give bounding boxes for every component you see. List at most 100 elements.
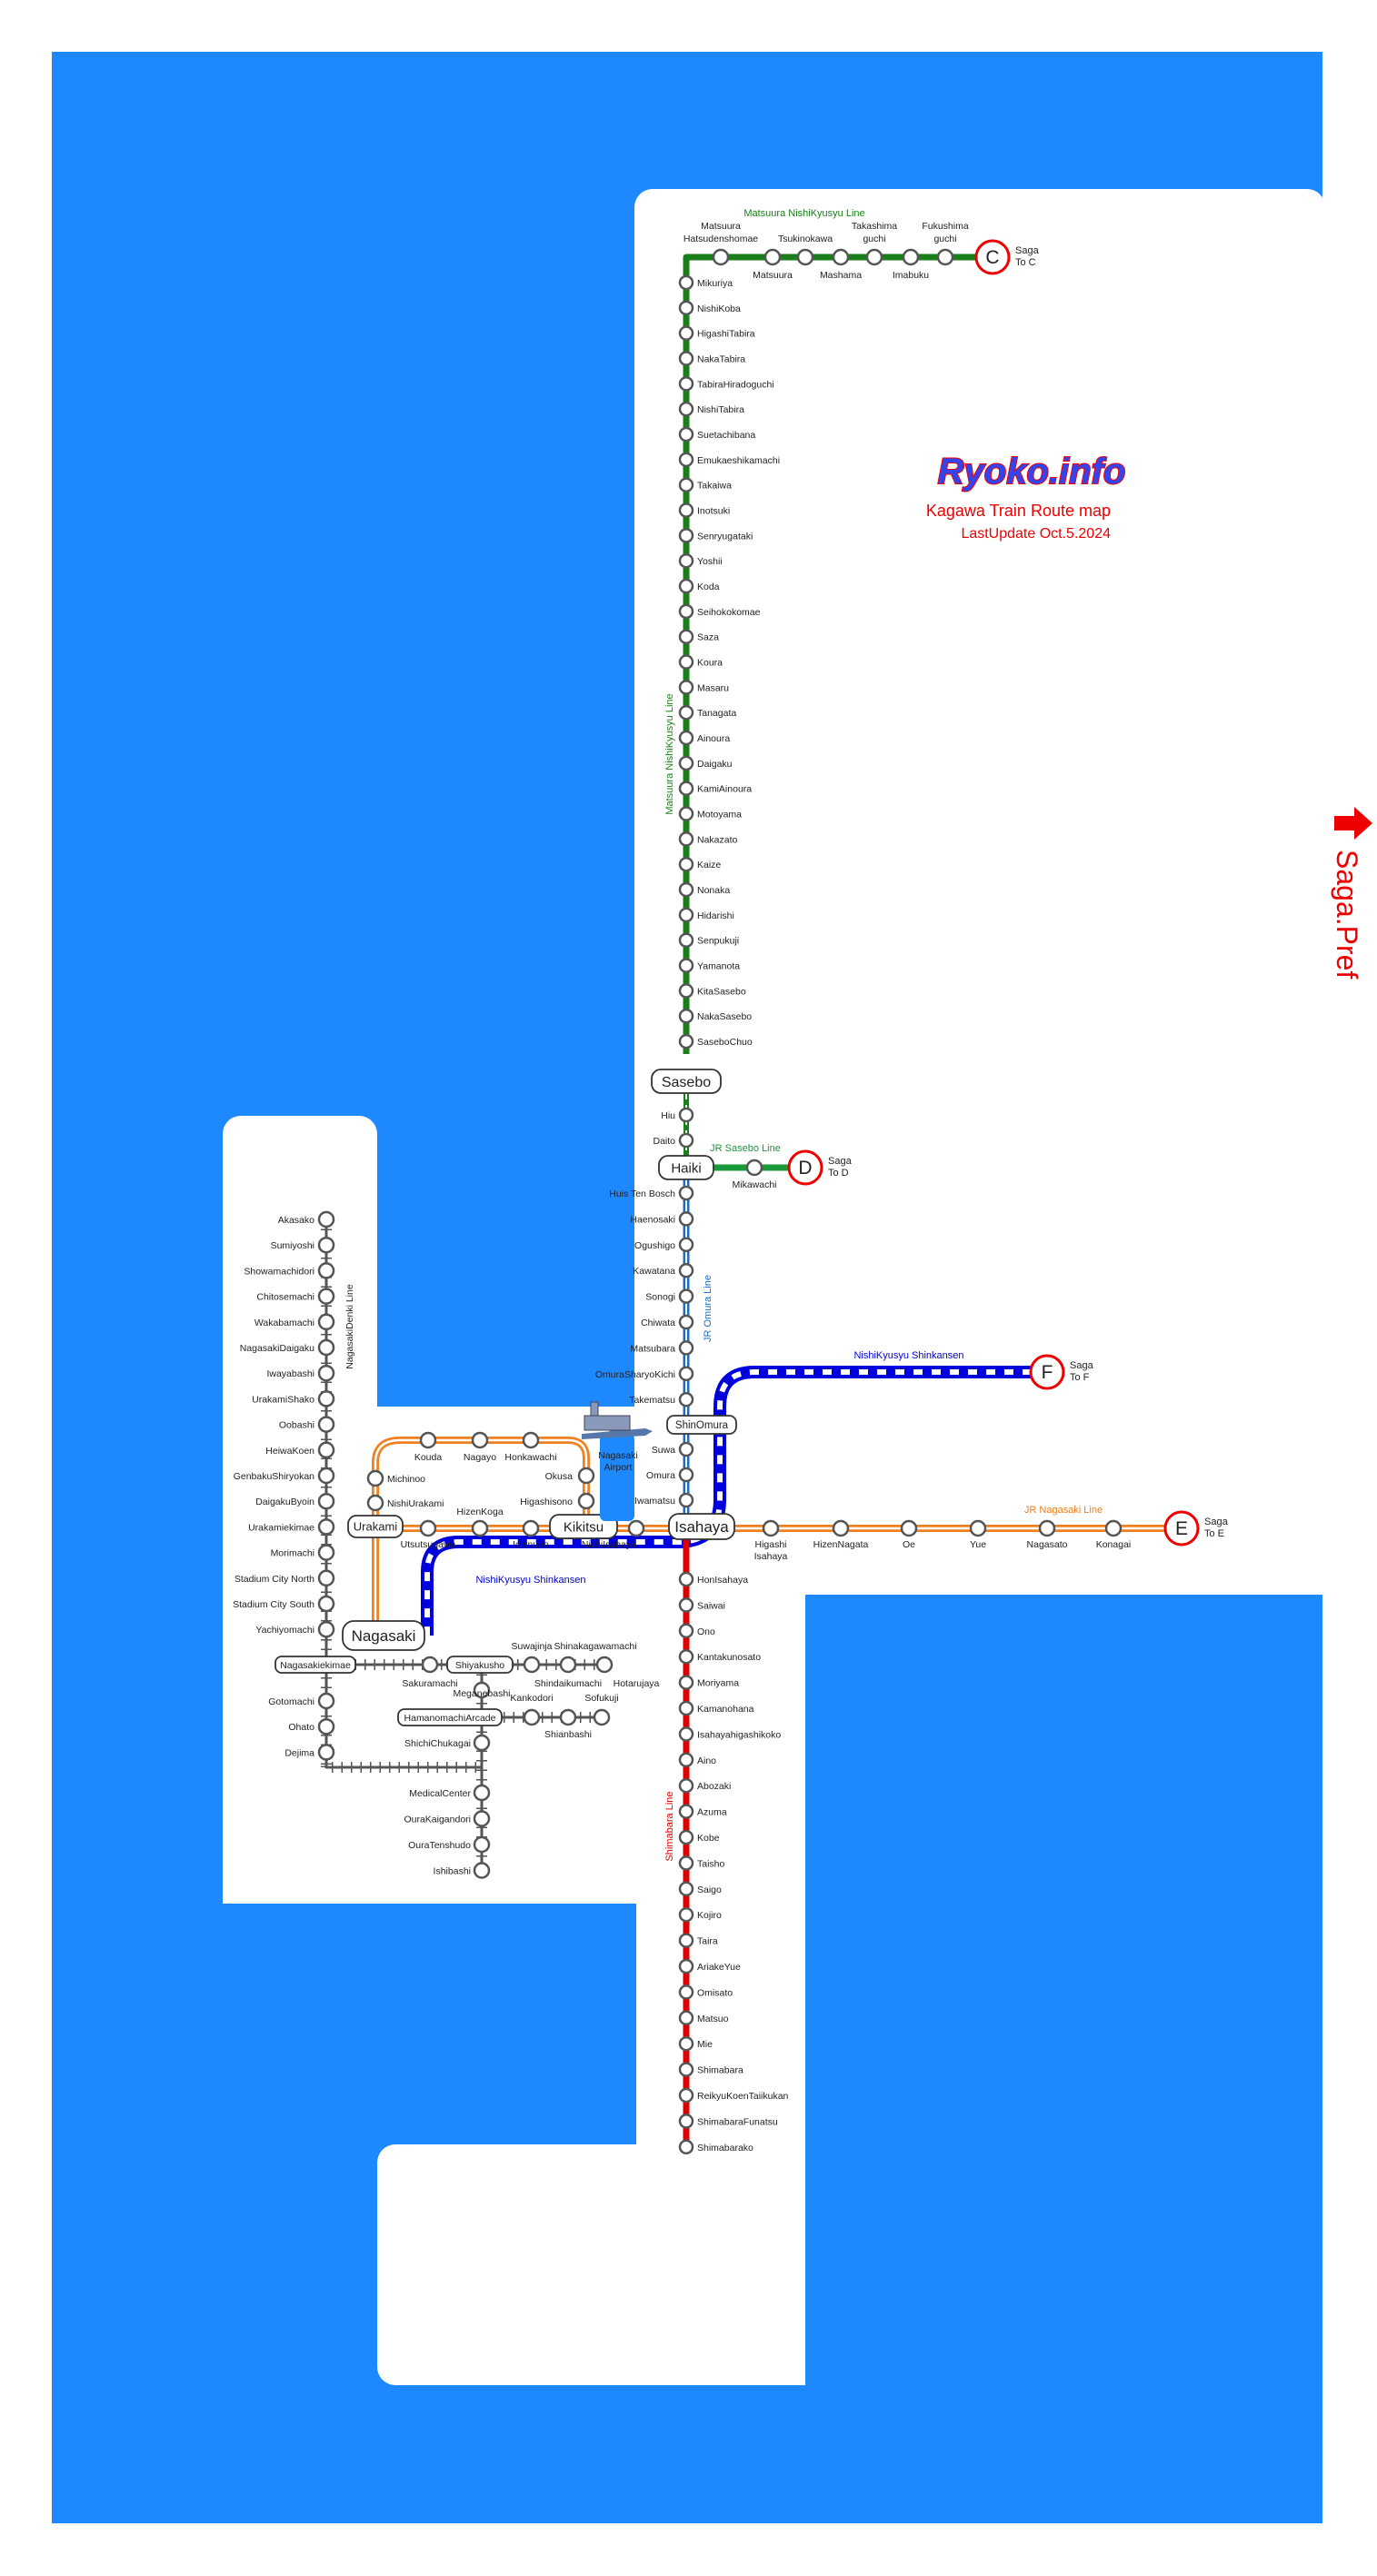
- omura-station[interactable]: [678, 1391, 694, 1407]
- matsuura-station[interactable]: [678, 578, 694, 594]
- shimabara-station[interactable]: [678, 1984, 694, 2000]
- matsuura-station[interactable]: [678, 376, 694, 392]
- loop-station[interactable]: [471, 1431, 489, 1449]
- matsuura-station[interactable]: [678, 654, 694, 670]
- tram-station[interactable]: [559, 1656, 577, 1674]
- matsuura-station[interactable]: [678, 704, 694, 721]
- nagasaki-east-station[interactable]: [762, 1519, 780, 1537]
- tram-station[interactable]: [317, 1717, 335, 1736]
- omura-station[interactable]: [678, 1366, 694, 1382]
- tram-station[interactable]: [317, 1620, 335, 1638]
- station-haiki[interactable]: Haiki: [658, 1155, 714, 1180]
- matsuura-station[interactable]: [678, 907, 694, 923]
- shimabara-station[interactable]: [678, 2010, 694, 2026]
- shimabara-station[interactable]: [678, 1881, 694, 1897]
- nagasaki-east-station[interactable]: [1104, 1519, 1123, 1537]
- loop-station[interactable]: [522, 1431, 540, 1449]
- matsuura-station[interactable]: [678, 528, 694, 543]
- matsuura-top-station[interactable]: [902, 248, 920, 266]
- tram-station[interactable]: [317, 1210, 335, 1228]
- shimabara-station[interactable]: [678, 2035, 694, 2052]
- shimabara-station[interactable]: [678, 1804, 694, 1819]
- nagasaki-east-station[interactable]: [832, 1519, 850, 1537]
- matsuura-station[interactable]: [678, 932, 694, 948]
- matsuura-station[interactable]: [678, 502, 694, 518]
- loop-station[interactable]: [366, 1494, 384, 1512]
- tram-station[interactable]: [317, 1467, 335, 1485]
- station-isahaya[interactable]: Isahaya: [668, 1513, 735, 1540]
- omura-station[interactable]: [678, 1441, 694, 1457]
- tram-station[interactable]: [317, 1390, 335, 1407]
- omura-station[interactable]: [678, 1237, 694, 1253]
- tram-station[interactable]: [317, 1595, 335, 1613]
- matsuura-station[interactable]: [678, 426, 694, 443]
- jr-sasebo-station[interactable]: [745, 1159, 763, 1177]
- station-nagasakiekimae[interactable]: Nagasakiekimae: [274, 1656, 356, 1674]
- matsuura-top-station[interactable]: [936, 248, 954, 266]
- matsuura-station[interactable]: [678, 274, 694, 291]
- matsuura-station[interactable]: [678, 552, 694, 569]
- shimabara-station[interactable]: [678, 1597, 694, 1613]
- tram-station[interactable]: [421, 1656, 439, 1674]
- matsuura-station[interactable]: [678, 730, 694, 746]
- shimabara-station[interactable]: [678, 1855, 694, 1871]
- tram-station[interactable]: [473, 1810, 491, 1827]
- matsuura-station[interactable]: [678, 629, 694, 644]
- loop-station[interactable]: [419, 1431, 437, 1449]
- matsuura-station[interactable]: [678, 755, 694, 771]
- tram-station[interactable]: [317, 1364, 335, 1382]
- tram-station[interactable]: [523, 1656, 541, 1674]
- station-shiyakusho[interactable]: Shiyakusho: [446, 1656, 514, 1674]
- matsuura-station[interactable]: [678, 881, 694, 898]
- tram-station[interactable]: [595, 1656, 614, 1674]
- tram-station[interactable]: [317, 1544, 335, 1561]
- omura-station[interactable]: [678, 1262, 694, 1278]
- shimabara-station[interactable]: [678, 1726, 694, 1742]
- shimabara-station[interactable]: [678, 2087, 694, 2104]
- tram-station[interactable]: [593, 1708, 611, 1726]
- tram-station[interactable]: [317, 1692, 335, 1710]
- shimabara-station[interactable]: [678, 2062, 694, 2077]
- nagasaki-west-station[interactable]: [627, 1519, 645, 1537]
- nagasaki-east-station[interactable]: [1038, 1519, 1056, 1537]
- sasebo-haiki-station[interactable]: [678, 1132, 694, 1149]
- station-urakami[interactable]: Urakami: [347, 1515, 404, 1538]
- matsuura-station[interactable]: [678, 401, 694, 417]
- matsuura-station[interactable]: [678, 351, 694, 366]
- nagasaki-west-station[interactable]: [471, 1519, 489, 1537]
- station-nagasaki[interactable]: Nagasaki: [342, 1620, 425, 1651]
- matsuura-top-station[interactable]: [832, 248, 850, 266]
- shimabara-station[interactable]: [678, 1648, 694, 1665]
- saga-pref-label[interactable]: Saga.Pref: [1331, 807, 1372, 979]
- tram-station[interactable]: [317, 1569, 335, 1587]
- tram-station[interactable]: [317, 1288, 335, 1305]
- loop-station[interactable]: [577, 1492, 595, 1510]
- matsuura-station[interactable]: [678, 856, 694, 872]
- tram-station[interactable]: [317, 1441, 335, 1459]
- station-kikitsu[interactable]: Kikitsu: [549, 1514, 618, 1539]
- shimabara-station[interactable]: [678, 1906, 694, 1923]
- tram-station[interactable]: [473, 1862, 491, 1879]
- tram-station[interactable]: [317, 1744, 335, 1761]
- matsuura-station[interactable]: [678, 983, 694, 999]
- matsuura-station[interactable]: [678, 806, 694, 821]
- omura-station[interactable]: [678, 1211, 694, 1227]
- shimabara-station[interactable]: [678, 1752, 694, 1768]
- matsuura-station[interactable]: [678, 325, 694, 341]
- tram-station[interactable]: [317, 1313, 335, 1331]
- shimabara-station[interactable]: [678, 2114, 694, 2129]
- matsuura-station[interactable]: [678, 452, 694, 468]
- tram-station[interactable]: [473, 1681, 491, 1699]
- tram-station[interactable]: [317, 1236, 335, 1254]
- matsuura-station[interactable]: [678, 781, 694, 796]
- matsuura-top-station[interactable]: [712, 248, 730, 266]
- matsuura-top-station[interactable]: [796, 248, 814, 266]
- shimabara-station[interactable]: [678, 2139, 694, 2155]
- nagasaki-east-station[interactable]: [900, 1519, 918, 1537]
- shimabara-station[interactable]: [678, 1623, 694, 1639]
- tram-station[interactable]: [473, 1835, 491, 1854]
- tram-station[interactable]: [317, 1262, 335, 1279]
- nagasaki-west-station[interactable]: [522, 1519, 540, 1537]
